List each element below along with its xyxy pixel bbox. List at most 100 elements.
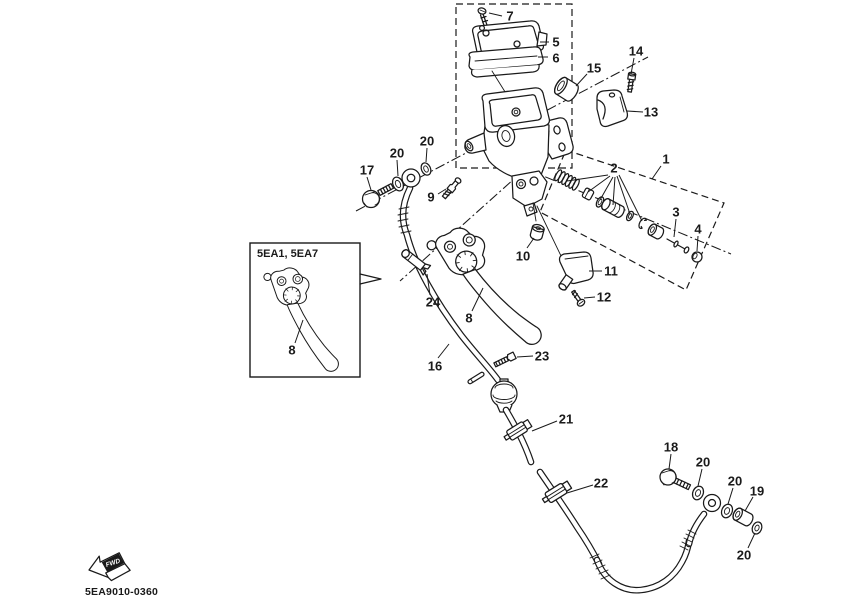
cap-leader-line <box>491 70 508 96</box>
part-label-3: 3 <box>672 205 679 220</box>
part-label-15: 15 <box>587 61 601 76</box>
leader-line-2 <box>612 176 616 206</box>
leader-line-19 <box>744 496 754 512</box>
bleeder-screw-9 <box>441 177 462 200</box>
locknut-axis <box>532 202 537 222</box>
leader-line-2 <box>618 174 643 222</box>
washer-20e <box>751 521 763 535</box>
leader-line-18 <box>668 453 672 470</box>
leader-line-20 <box>396 159 399 177</box>
lever-axis-line <box>399 169 525 282</box>
leader-line-23 <box>516 355 534 358</box>
piston-boot <box>647 223 665 240</box>
leader-line-12 <box>583 296 596 299</box>
leader-line-2 <box>566 174 609 182</box>
hose-joint-boot <box>490 378 518 413</box>
leader-line-13 <box>626 110 644 113</box>
leader-line-8 <box>294 319 304 344</box>
leader-line-1 <box>651 165 662 180</box>
screw-7 <box>477 7 489 27</box>
part-label-20: 20 <box>696 455 710 470</box>
part-label-1: 1 <box>662 152 669 167</box>
hose-clamp-21 <box>503 419 533 441</box>
leader-line-16 <box>437 343 450 359</box>
leader-line-20 <box>425 147 428 163</box>
washer-20d <box>720 503 734 519</box>
leader-line-2 <box>587 175 611 193</box>
piston-cup <box>581 187 595 201</box>
leader-line-20 <box>727 487 734 505</box>
part-label-18: 18 <box>664 440 678 455</box>
cable-rib-ticks <box>589 529 697 580</box>
part-label-2: 2 <box>610 161 617 176</box>
master-cylinder-body <box>464 87 574 217</box>
leader-line-3 <box>673 218 677 238</box>
part-label-7: 7 <box>506 9 513 24</box>
leader-line-20 <box>697 468 703 487</box>
lever-bracket <box>511 170 548 208</box>
part-label-14: 14 <box>629 44 644 59</box>
leader-line-21 <box>531 420 558 432</box>
part-label-17: 17 <box>360 163 374 178</box>
leader-line-2 <box>599 176 614 201</box>
lever-holder-11 <box>558 251 594 291</box>
inset-model-label: 5EA1, 5EA7 <box>257 248 318 260</box>
hose-eye-16 <box>401 168 421 188</box>
locknut-10 <box>529 223 545 241</box>
part-label-20: 20 <box>390 146 404 161</box>
leader-line-4 <box>696 235 699 252</box>
pushrod-3 <box>666 238 690 254</box>
part-label-8: 8 <box>288 343 295 358</box>
leader-line-20 <box>747 532 756 549</box>
leader-line-17 <box>366 176 372 191</box>
piston-body <box>601 198 625 218</box>
hose-end-rod <box>467 371 485 385</box>
hose-clamp-22 <box>541 480 573 504</box>
part-label-23: 23 <box>535 349 549 364</box>
part-label-9: 9 <box>427 190 434 205</box>
piston-axis-line <box>511 162 732 255</box>
diagram-code: 5EA9010-0360 <box>85 586 158 598</box>
part-label-8: 8 <box>465 311 472 326</box>
banjo-bolt-18 <box>659 468 692 491</box>
fwd-icon: FWD <box>88 552 131 582</box>
leader-line-24 <box>426 273 431 296</box>
part-label-13: 13 <box>644 105 658 120</box>
inset-box: 5EA1, 5EA7 <box>249 242 382 378</box>
bushing-15 <box>553 76 579 102</box>
leader-line-9 <box>437 188 447 195</box>
inset-pointer <box>359 273 382 285</box>
hose-eye-18 <box>702 493 722 513</box>
rod-end-4 <box>691 251 703 263</box>
part-label-20: 20 <box>420 134 434 149</box>
part-label-19: 19 <box>750 484 764 499</box>
part-label-24: 24 <box>426 295 441 310</box>
diaphragm-6 <box>468 46 544 78</box>
lower-cable <box>540 472 722 590</box>
part-label-11: 11 <box>604 264 618 279</box>
clamp-13 <box>596 89 629 128</box>
leader-line-10 <box>526 237 535 249</box>
leader-line-7 <box>488 12 503 17</box>
hose-rib-ticks <box>397 206 412 234</box>
holder-axis <box>536 205 563 259</box>
part-label-10: 10 <box>516 249 530 264</box>
leader-line-22 <box>566 484 594 494</box>
leader-line-2 <box>616 175 631 215</box>
part-label-12: 12 <box>597 290 611 305</box>
piston-spring <box>553 169 581 191</box>
leader-line-14 <box>630 57 635 75</box>
piston-washer <box>625 210 635 222</box>
leader-line-8 <box>471 287 484 312</box>
part-labels-layer: 1234567889101112131415161718192020202020… <box>288 9 764 563</box>
joint-19 <box>732 507 754 527</box>
banjo-bolt-17 <box>361 183 395 209</box>
part-label-20: 20 <box>728 474 742 489</box>
part-label-4: 4 <box>694 222 702 237</box>
clutch-lever-8 <box>424 218 544 358</box>
adjuster-24 <box>401 249 432 276</box>
leader-line-15 <box>575 73 588 87</box>
part-label-5: 5 <box>552 35 559 50</box>
